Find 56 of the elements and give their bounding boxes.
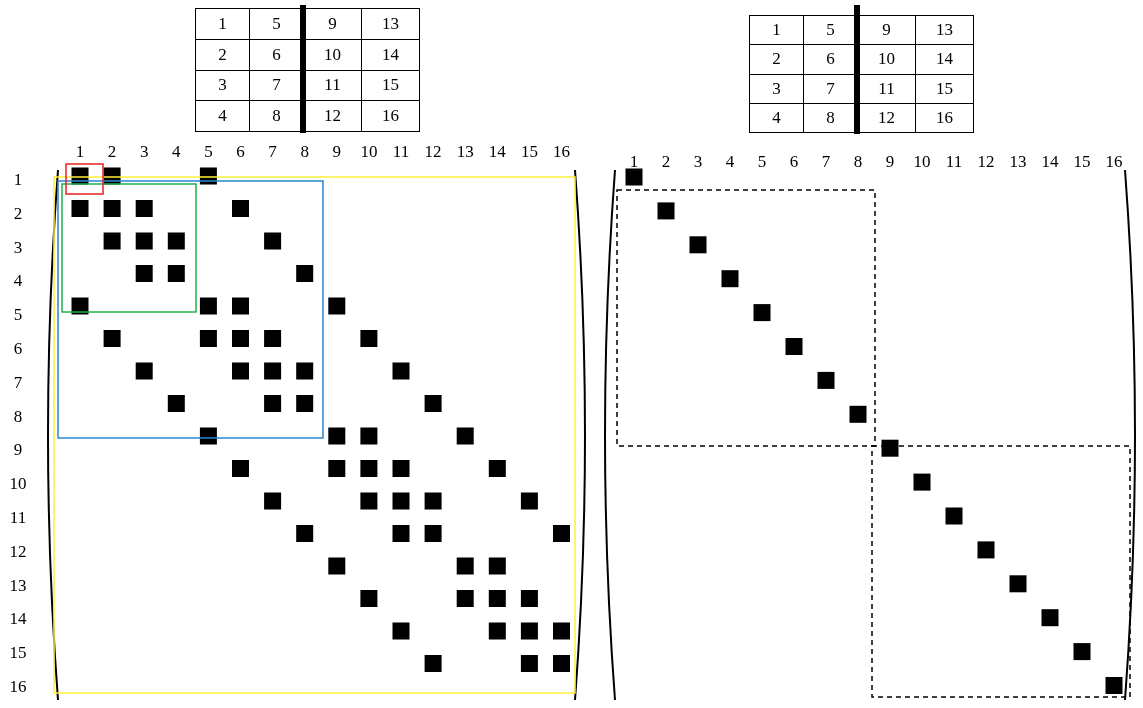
index-number: 6 <box>12 340 24 357</box>
index-number: 10 <box>8 475 28 493</box>
index-number: 16 <box>8 678 28 695</box>
index-number: 10 <box>912 153 932 170</box>
index-number: 15 <box>1072 153 1092 170</box>
index-number: 8 <box>12 407 24 425</box>
index-number: 16 <box>552 143 571 160</box>
index-number: 14 <box>1040 153 1060 170</box>
index-number: 6 <box>235 143 246 160</box>
table-cell: 1 <box>749 15 804 46</box>
index-number: 9 <box>331 143 343 160</box>
index-number: 1 <box>74 143 86 160</box>
index-number: 14 <box>487 143 507 160</box>
index-number: 15 <box>8 644 28 662</box>
index-number: 3 <box>12 238 24 256</box>
index-number: 3 <box>138 143 150 160</box>
index-number: 7 <box>820 153 832 170</box>
index-number: 13 <box>455 143 475 160</box>
index-number: 8 <box>852 153 864 170</box>
index-number: 2 <box>106 143 118 160</box>
index-number: 4 <box>12 272 24 290</box>
table-cell: 1 <box>195 8 250 40</box>
index-number: 7 <box>267 143 278 160</box>
index-number: 13 <box>1008 153 1028 170</box>
index-number: 1 <box>628 153 640 170</box>
index-number: 11 <box>8 509 28 526</box>
index-number: 8 <box>299 143 310 160</box>
index-number: 12 <box>423 143 443 160</box>
table-cell: 16 <box>915 102 974 133</box>
index-number: 16 <box>1104 153 1124 170</box>
index-number: 11 <box>944 153 964 170</box>
index-number: 2 <box>660 153 672 170</box>
index-number: 9 <box>12 441 24 459</box>
index-number: 5 <box>12 306 24 324</box>
table-cell: 4 <box>195 100 250 132</box>
index-number: 5 <box>756 153 768 170</box>
table-cell: 4 <box>749 102 804 133</box>
index-number: 12 <box>8 542 28 560</box>
index-number: 14 <box>8 610 28 628</box>
index-number: 10 <box>359 143 379 160</box>
index-number: 1 <box>12 171 24 188</box>
table-cell: 16 <box>361 100 420 132</box>
index-number: 4 <box>171 143 182 160</box>
index-number: 13 <box>8 576 28 594</box>
index-number: 11 <box>391 143 411 160</box>
index-number: 5 <box>203 143 214 160</box>
index-number: 2 <box>12 204 24 222</box>
table-cell: 13 <box>915 15 974 46</box>
index-number: 15 <box>519 143 539 160</box>
index-number: 9 <box>884 153 896 170</box>
index-number: 7 <box>12 373 24 391</box>
index-number: 4 <box>724 153 736 170</box>
index-number: 3 <box>692 153 704 170</box>
table-cell: 13 <box>361 8 420 40</box>
index-number: 12 <box>976 153 996 170</box>
index-number: 6 <box>788 153 800 170</box>
